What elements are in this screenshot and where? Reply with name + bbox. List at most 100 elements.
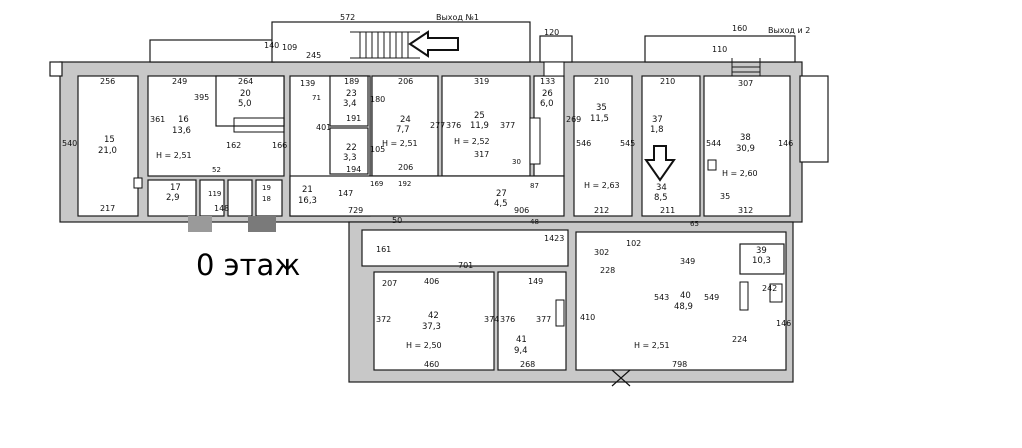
- dim-label: 376: [446, 121, 461, 130]
- dim-label: 207: [382, 279, 397, 288]
- dim-label: 317: [474, 150, 489, 159]
- dim-label: 224: [732, 335, 747, 344]
- dim-label: 798: [672, 360, 687, 369]
- dim-label: 312: [738, 206, 753, 215]
- dim-label: 572: [340, 13, 355, 22]
- room-25-area: 11,9: [470, 121, 489, 131]
- dim-label: 148: [214, 204, 229, 213]
- stairs-down-arrow: [644, 145, 676, 182]
- height-room-40: H = 2,51: [634, 341, 670, 350]
- exit-1-arrow: [408, 30, 459, 58]
- room-24: [371, 75, 439, 177]
- dim-label: 395: [194, 93, 209, 102]
- room-42-number: 42: [428, 311, 439, 321]
- dim-label: 52: [212, 166, 221, 174]
- room-23: [329, 75, 369, 127]
- dim-label: 105: [370, 145, 385, 154]
- dim-label: 374: [484, 315, 499, 324]
- room-27-number: 27: [496, 189, 507, 199]
- dim-label: 166: [272, 141, 287, 150]
- dim-label: 194: [346, 165, 361, 174]
- room-35-number: 35: [596, 103, 607, 113]
- room-38-number: 38: [740, 133, 751, 143]
- room-38: [703, 75, 791, 217]
- entry-porch-stairs: [271, 21, 531, 63]
- dim-label: 119: [208, 190, 221, 198]
- hatched-block-2: [248, 216, 276, 232]
- room-34-area: 8,5: [654, 193, 668, 203]
- dim-label: 546: [576, 139, 591, 148]
- dim-label: 65: [690, 220, 699, 228]
- room-21-number: 21: [302, 185, 313, 195]
- room-16-area: 13,6: [172, 126, 191, 136]
- dim-label: 146: [776, 319, 791, 328]
- exit-2-label: Выход и 2: [768, 26, 810, 35]
- room-20-number: 20: [240, 89, 251, 99]
- dim-label: 162: [226, 141, 241, 150]
- room-23-number: 23: [346, 89, 357, 99]
- stairs-exit-1: [350, 31, 420, 59]
- dim-label: 191: [346, 114, 361, 123]
- dim-label: 361: [150, 115, 165, 124]
- height-room-16: H = 2,51: [156, 151, 192, 160]
- dim-label: 210: [660, 77, 675, 86]
- height-room-42: H = 2,50: [406, 341, 442, 350]
- dim-label: 401: [316, 123, 331, 132]
- room-41-number: 41: [516, 335, 527, 345]
- dim-label: 406: [424, 277, 439, 286]
- room-15-area: 21,0: [98, 146, 117, 156]
- dim-label: 19: [262, 184, 271, 192]
- room-16-number: 16: [178, 115, 189, 125]
- room-26-area: 6,0: [540, 99, 554, 109]
- floor-label: 0 этаж: [196, 248, 301, 282]
- dim-label: 139: [300, 79, 315, 88]
- dim-label: 242: [762, 284, 777, 293]
- room-39: [739, 243, 785, 275]
- room-42-area: 37,3: [422, 322, 441, 332]
- exit-1-label: Выход №1: [436, 13, 479, 22]
- room-22: [329, 127, 369, 175]
- dim-label: 18: [262, 195, 271, 203]
- dim-label: 146: [778, 139, 793, 148]
- dim-label: 307: [738, 79, 753, 88]
- dim-label: 729: [348, 206, 363, 215]
- right-annex: [799, 75, 829, 163]
- room-39-number: 39: [756, 246, 767, 256]
- dim-label: 206: [398, 163, 413, 172]
- dim-label: 302: [594, 248, 609, 257]
- room-35-area: 11,5: [590, 114, 609, 124]
- dim-label: 140: [264, 41, 279, 50]
- window-marks: [133, 61, 783, 327]
- dim-label: 217: [100, 204, 115, 213]
- room-20-area: 5,0: [238, 99, 252, 109]
- dim-label: 268: [520, 360, 535, 369]
- room-15-number: 15: [104, 135, 115, 145]
- entry-porch-right: [644, 35, 796, 63]
- dim-label: 102: [626, 239, 641, 248]
- room-17-number: 17: [170, 183, 181, 193]
- dim-label: 269: [566, 115, 581, 124]
- dim-label: 169: [370, 180, 383, 188]
- room-26-number: 26: [542, 89, 553, 99]
- dim-label: 277: [430, 121, 445, 130]
- dim-label: 87: [530, 182, 539, 190]
- room-corridor-lower: [361, 229, 569, 267]
- dim-label: 30: [512, 158, 521, 166]
- room-15: [77, 75, 139, 217]
- dim-label: 180: [370, 95, 385, 104]
- dim-label: 211: [660, 206, 675, 215]
- dim-label: 372: [376, 315, 391, 324]
- height-room-24: H = 2,51: [382, 139, 418, 148]
- room-41: [497, 271, 567, 371]
- dim-label: 377: [500, 121, 515, 130]
- room-23-area: 3,4: [343, 99, 357, 109]
- dim-label: 120: [544, 28, 559, 37]
- room-40-area: 48,9: [674, 302, 693, 312]
- room-wc-3: [255, 179, 283, 217]
- entry-porch-left: [149, 39, 275, 63]
- height-room-38: H = 2,60: [722, 169, 758, 178]
- room-35: [573, 75, 633, 217]
- dim-label: 147: [338, 189, 353, 198]
- dim-label: 377: [536, 315, 551, 324]
